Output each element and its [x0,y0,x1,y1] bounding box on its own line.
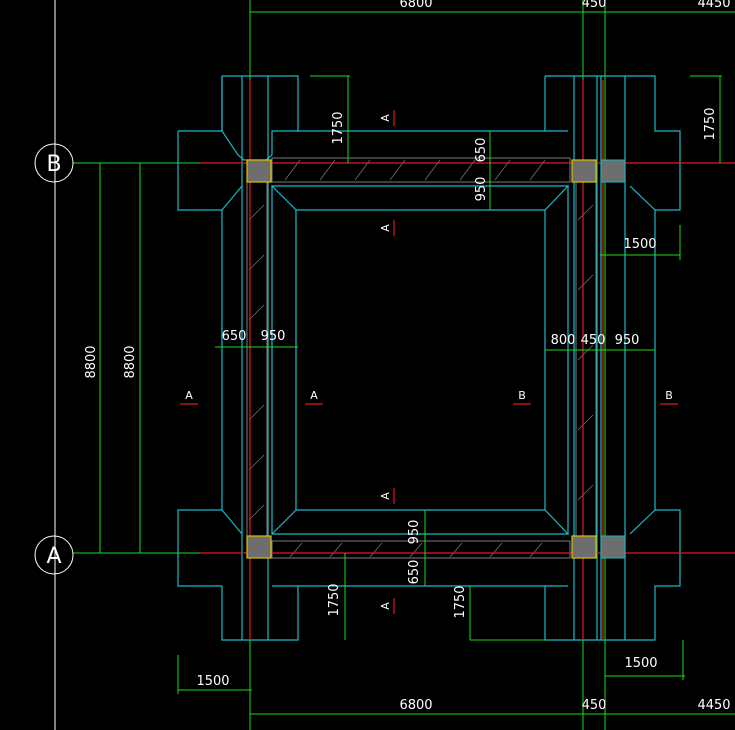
axis-b-circle [34,143,74,183]
dim-top-450: 450 [582,0,607,11]
dim-bottom-left-1750: 1750 [327,583,342,616]
dim-left-8800-inner: 8800 [123,345,138,378]
section-mark-right-2: B [665,389,673,402]
section-mark-left-1: A [185,389,193,402]
dim-bottom-950: 950 [407,520,422,545]
dim-bottom-mid-1750: 1750 [453,585,468,618]
section-mark-bottom-2: A [379,602,392,610]
dim-top-4450: 4450 [697,0,730,11]
column-b-left [246,159,272,183]
column-b-mid [571,159,597,183]
dim-right-1500-top: 1500 [623,237,656,252]
axis-bubble-a: A [34,535,74,575]
dim-top-650: 650 [474,138,489,163]
dim-left-650: 650 [222,329,247,344]
columns [246,159,626,559]
dimension-lines [99,11,735,715]
column-a-right [600,535,626,559]
section-mark-top-1: A [379,114,392,122]
dim-bottom-450: 450 [582,698,607,713]
dim-right-950: 950 [615,333,640,348]
dim-top-left-1750: 1750 [331,111,346,144]
dim-bottom-4450: 4450 [697,698,730,713]
column-a-left [246,535,272,559]
dim-top-right-1750: 1750 [703,107,718,140]
dim-right-450: 450 [581,333,606,348]
section-marks: A A A A A A B B [180,110,678,614]
column-b-right [600,159,626,183]
axis-a-label: A [46,544,61,569]
bottom-beam-slab [271,540,571,559]
dim-bottom-1500-right: 1500 [624,656,657,671]
dim-left-950: 950 [261,329,286,344]
top-beam-slab [271,157,571,183]
axis-a-circle [34,535,74,575]
section-mark-right-1: B [518,389,526,402]
dimension-labels: 6800 450 4450 6800 450 4450 8800 8800 17… [84,0,731,713]
dim-bottom-650: 650 [407,560,422,585]
section-mark-top-2: A [379,224,392,232]
dim-right-800: 800 [551,333,576,348]
section-mark-bottom-1: A [379,492,392,500]
dim-top-950: 950 [474,177,489,202]
axis-b-label: B [46,152,61,177]
section-mark-left-2: A [310,389,318,402]
dim-top-6800: 6800 [399,0,432,11]
dim-bottom-6800: 6800 [399,698,432,713]
dim-bottom-1500-left: 1500 [196,674,229,689]
column-a-mid [571,535,597,559]
dim-left-8800-outer: 8800 [84,345,99,378]
axis-bubble-b: B [34,143,74,183]
inner-opening-outline [270,185,570,535]
